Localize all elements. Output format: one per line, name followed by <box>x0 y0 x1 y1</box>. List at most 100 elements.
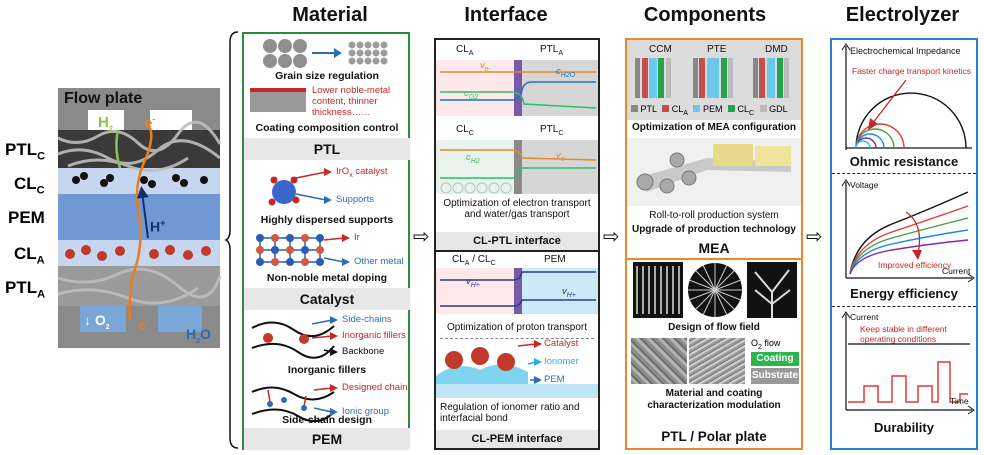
co2-label: cO2 <box>464 88 479 101</box>
arrow-icon: ⇨ <box>603 224 620 248</box>
section-ptl: PTL <box>244 138 410 160</box>
ionomer-graphic <box>436 340 598 398</box>
arrow-icon: ⇨ <box>413 224 430 248</box>
clc-label: CLC <box>456 124 474 137</box>
ptla-label: PTLA <box>540 44 564 57</box>
label-ptl-a: PTLA <box>5 278 46 301</box>
current-label: Current <box>942 266 971 276</box>
interface-bar <box>514 60 522 116</box>
bracket <box>224 31 239 449</box>
roll-caption: Roll-to-roll production system <box>649 210 779 221</box>
roll-to-roll-graphic <box>627 138 801 206</box>
ptl-a-layer <box>58 266 220 306</box>
stack-drawing <box>57 120 222 321</box>
electron-label-top: e- <box>144 114 156 132</box>
clc-ptlc-curves <box>440 149 597 194</box>
clc-ptlc-diagram <box>436 140 514 194</box>
cla-ptla-curves <box>440 71 597 109</box>
opt-mea-caption: Optimization of MEA configuration <box>631 122 797 133</box>
substrate-box: Substrate <box>751 368 799 384</box>
electrolyzer-panel: Electrochemical Impedance Faster charge … <box>830 38 978 450</box>
sem-image-2 <box>689 338 745 384</box>
supports-label: Supports <box>336 194 375 205</box>
header-electrolyzer: Electrolyzer <box>845 4 960 26</box>
ccm-label: CCM <box>649 44 672 55</box>
mea-legend: PTL CLA PEM CLC GDL <box>631 104 788 117</box>
eis-chart <box>841 43 972 150</box>
doping-caption: Non-noble metal doping <box>266 272 388 284</box>
header-components: Components <box>643 4 767 26</box>
sem-image-1 <box>631 338 687 384</box>
h2o-label: H2O <box>186 326 211 345</box>
coating-note: Lower noble-metal content, thinner thick… <box>312 85 391 118</box>
stable-label: Keep stable in different operating condi… <box>860 324 947 344</box>
flow-channel <box>150 110 192 130</box>
flow-channel <box>158 306 202 332</box>
ir-label: Ir <box>354 232 360 243</box>
opt-proton-caption: Optimization of proton transport <box>446 322 588 333</box>
flow-plate-label: Flow plate <box>64 90 143 107</box>
section-catalyst: Catalyst <box>244 288 410 310</box>
vh-label: vH+ <box>466 276 480 289</box>
o2-flow-label: O2 flow <box>751 338 781 351</box>
section-pem: PEM <box>244 428 410 450</box>
material-panel: Grain size regulation Lower noble-metal … <box>242 32 410 450</box>
pte-label: PTE <box>707 44 727 55</box>
clc-ptlc-right <box>522 140 598 194</box>
proton-diagram-right <box>522 268 598 314</box>
eis-title: Electrochemical Impedance <box>850 46 961 56</box>
ch2o-label: cH2O <box>556 66 576 79</box>
header-material: Material <box>292 4 368 26</box>
fillers-label: Inorganic fillers <box>342 330 406 341</box>
flow-channel <box>80 306 126 332</box>
upgrade-caption: Upgrade of production technology <box>632 224 796 235</box>
interface-panel: CLA PTLA ve- cH2O cO2 CLC PTLC cH2 ve- O… <box>434 38 600 450</box>
inorganic-fillers-graphic <box>251 316 338 359</box>
flow-field-caption: Design of flow field <box>668 322 760 333</box>
backbone-label: Backbone <box>342 346 385 357</box>
catalyst-label: Catalyst <box>544 338 579 349</box>
dashed-divider <box>832 173 976 174</box>
pem-interface-label: PEM <box>544 254 566 265</box>
proton-curves <box>440 271 596 307</box>
voltage-label: Voltage <box>850 180 879 190</box>
h2-label: H2 <box>98 114 113 133</box>
flow-channel <box>88 110 124 130</box>
divider <box>436 250 598 252</box>
electron-label-bottom: e- <box>138 316 149 333</box>
cla-clc-label: CLA / CLC <box>452 254 496 267</box>
dmd-label: DMD <box>765 44 788 55</box>
section-durability: Durability <box>832 418 976 438</box>
label-cl-c: CLC <box>14 174 45 197</box>
dashed-divider <box>832 306 976 307</box>
mea-title: MEA <box>698 240 730 256</box>
polarization-chart <box>841 179 975 283</box>
grain-size-caption: Grain size regulation <box>275 70 379 82</box>
vh2-label: vH+ <box>562 286 576 299</box>
section-energy: Energy efficiency <box>832 284 976 304</box>
durability-chart <box>841 311 975 415</box>
coating-box: Coating <box>751 352 799 366</box>
label-pem: PEM <box>8 208 45 227</box>
components-panel: CCM PTE DMD PTL CLA PEM CLC GDL Optimiza… <box>625 38 803 450</box>
ve-label: ve- <box>480 60 491 73</box>
interface-bar <box>514 140 522 194</box>
pem-small-label: PEM <box>544 374 565 385</box>
section-ptl-polar: PTL / Polar plate <box>627 426 801 448</box>
flow-field-graphic <box>633 262 797 318</box>
divider <box>627 258 801 260</box>
section-cl-ptl: CL-PTL interface <box>436 232 598 250</box>
ve2-label: ve- <box>556 150 567 163</box>
grain-size-graphic <box>263 39 388 68</box>
dispersed-supports-graphic <box>268 168 332 206</box>
ionomer-label: Ionomer <box>544 356 579 367</box>
side-chain-graphic <box>251 384 338 423</box>
regulation-caption: Regulation of ionomer ratio and interfac… <box>440 402 580 424</box>
inorganic-fillers-caption: Inorganic fillers <box>287 364 367 376</box>
section-ohmic: Ohmic resistance <box>832 152 976 172</box>
side-chain-caption: Side-chain design <box>282 414 372 426</box>
iro-catalyst-label: IrOx catalyst <box>336 166 388 179</box>
ch2-label: cH2 <box>466 152 480 165</box>
designed-chain-label: Designed chain <box>342 382 408 393</box>
mea-config-graphic <box>635 58 789 98</box>
